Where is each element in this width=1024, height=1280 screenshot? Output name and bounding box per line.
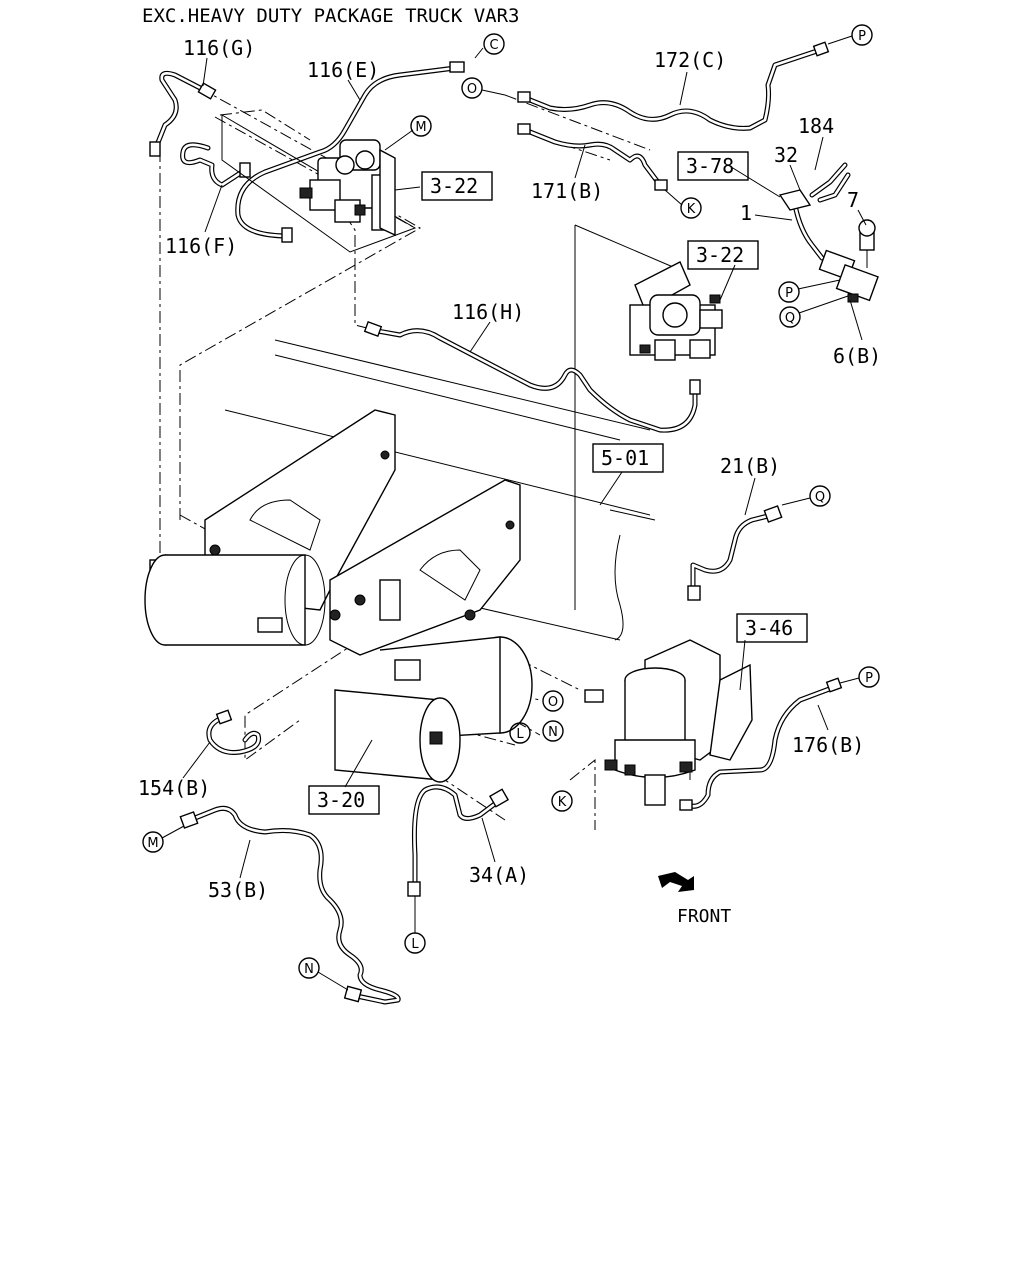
relay-valve-upper [221, 114, 417, 253]
connector-k-top-letter: K [687, 202, 696, 217]
connector-p-top-letter: P [858, 29, 866, 44]
label-116f: 116(F) [165, 234, 237, 258]
ref-5-01: 5-01 [601, 446, 649, 470]
ref-3-22-upper: 3-22 [430, 174, 478, 198]
label-116h: 116(H) [452, 300, 524, 324]
ref-box-3-78 [677, 151, 749, 181]
label-leaders [182, 57, 867, 879]
relay-valve-lower [629, 261, 723, 361]
ref-box-3-22-lower [687, 240, 759, 270]
ref-box-3-20 [308, 785, 380, 815]
front-arrow-icon [658, 872, 694, 892]
label-116e: 116(E) [307, 58, 379, 82]
diagram-title: EXC.HEAVY DUTY PACKAGE TRUCK VAR3 [142, 5, 520, 27]
connector-q-mid-letter: Q [815, 490, 825, 505]
label-53b: 53(B) [208, 878, 268, 902]
connector-p-low-letter: P [865, 671, 873, 686]
label-172c: 172(C) [654, 48, 726, 72]
front-label: FRONT [677, 906, 731, 927]
valve-assembly-6b [778, 189, 879, 303]
air-tanks [144, 409, 533, 783]
ref-3-46: 3-46 [745, 616, 793, 640]
connector-o-top [461, 77, 483, 99]
connector-q-mid [809, 485, 831, 507]
connector-markers: C P O M K P Q Q P O N L K [142, 24, 880, 991]
label-7: 7 [847, 188, 859, 212]
connector-k-top [680, 197, 702, 219]
connector-n-tank [542, 720, 564, 742]
connector-l-tank-letter: L [516, 727, 524, 742]
connector-l-low-letter: L [411, 937, 419, 952]
ref-box-3-22-upper [421, 171, 493, 201]
label-184: 184 [798, 114, 834, 138]
label-176b: 176(B) [792, 733, 864, 757]
connector-o-tank-letter: O [548, 695, 558, 710]
connector-q-right [779, 306, 801, 328]
label-34a: 34(A) [469, 863, 529, 887]
ref-3-22-lower: 3-22 [696, 243, 744, 267]
connector-l-tank [509, 722, 531, 744]
connector-m-top-letter: M [415, 120, 426, 135]
reference-boxes: 3-22 3-78 3-22 5-01 3-46 3-20 [308, 151, 808, 815]
ref-3-20: 3-20 [317, 788, 365, 812]
connector-n-low [298, 957, 320, 979]
connector-q-right-letter: Q [785, 311, 795, 326]
connector-p-right-letter: P [785, 286, 793, 301]
pipes [152, 47, 851, 1005]
label-1: 1 [740, 201, 752, 225]
ref-box-5-01 [592, 443, 664, 473]
label-154b: 154(B) [138, 776, 210, 800]
connector-p-right [778, 281, 800, 303]
connector-l-low [404, 932, 426, 954]
connector-n-tank-letter: N [548, 725, 558, 740]
ref-3-78: 3-78 [686, 154, 734, 178]
connector-c-top [483, 33, 505, 55]
connector-p-low [858, 666, 880, 688]
connector-n-low-letter: N [304, 962, 314, 977]
connector-o-top-letter: O [467, 82, 477, 97]
label-171b: 171(B) [531, 179, 603, 203]
air-dryer [584, 639, 753, 806]
connector-m-top [410, 115, 432, 137]
ref-box-3-46 [736, 613, 808, 643]
label-116g: 116(G) [183, 36, 255, 60]
connector-c-top-letter: C [489, 38, 498, 53]
label-32: 32 [774, 143, 798, 167]
connector-m-low-letter: M [147, 836, 158, 851]
connector-k-low [551, 790, 573, 812]
label-6b: 6(B) [833, 344, 881, 368]
connector-o-tank [542, 690, 564, 712]
part-labels: 116(G) 116(E) 116(F) 116(H) 172(C) 171(B… [138, 36, 881, 902]
connector-m-low [142, 831, 164, 853]
label-21b: 21(B) [720, 454, 780, 478]
connector-k-low-letter: K [558, 795, 567, 810]
connector-p-top [851, 24, 873, 46]
